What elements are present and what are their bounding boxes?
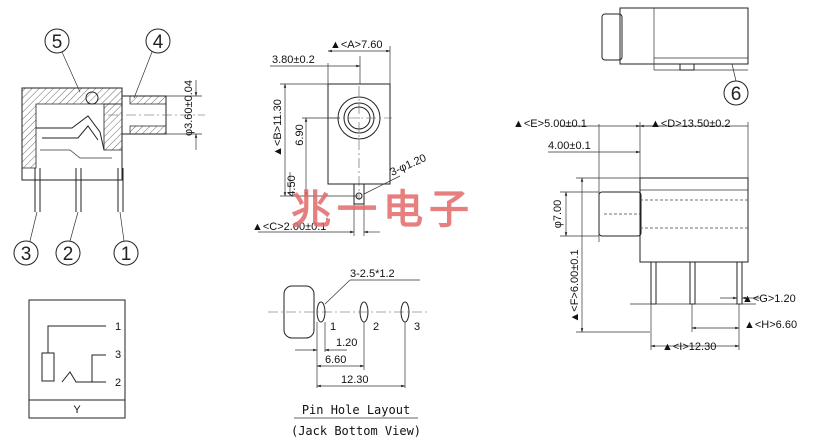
housing-hatch-right (103, 103, 123, 151)
sleeve-block (41, 352, 55, 382)
front-view: ▲<A>7.60 3.80±0.2 ▲<B>11.30 6.90 4.50 3-… (252, 39, 428, 236)
schematic-symbol: Y 1 3 2 (28, 299, 126, 419)
dim-4-50: 4.50 (286, 175, 298, 196)
balloon-3: 3 (13, 211, 39, 266)
dim-4-00: 4.00±0.1 (548, 140, 591, 152)
terminal-1: 1 (115, 321, 121, 333)
sleeve-line (47, 325, 106, 353)
dim-a: ▲<A>7.60 (330, 39, 382, 51)
svg-text:3: 3 (21, 244, 32, 265)
top-barrel (601, 13, 623, 61)
svg-text:6: 6 (731, 84, 742, 105)
layout-pin-2: 2 (373, 321, 379, 333)
balloon-1: 1 (113, 211, 139, 266)
dim-6-90: 6.90 (294, 124, 306, 145)
balloon-4: 4 (133, 28, 171, 99)
layout-caption-subtitle: (Jack Bottom View) (291, 424, 421, 438)
balloon-6: 6 (723, 63, 749, 106)
side-body (639, 177, 749, 263)
balloon-2: 2 (55, 211, 81, 266)
balloon-5: 5 (44, 28, 81, 93)
side-barrel (598, 191, 642, 237)
dim-e: ▲<E>5.00±0.1 (513, 118, 587, 130)
pin-hole-layout: 3-2.5*1.2 1 2 3 1.20 6.60 12.30 Pin Hole… (268, 268, 430, 438)
side-pin-1 (650, 261, 657, 305)
watermark: 兆一电子 (291, 186, 475, 233)
svg-text:1: 1 (121, 244, 132, 265)
terminal-2: 2 (115, 377, 121, 389)
switch-line (91, 354, 106, 382)
dim-i: ▲<I>12.30 (662, 341, 716, 353)
slot-1 (316, 301, 326, 323)
rivet-circle (85, 91, 99, 105)
pin-hole-circle (355, 192, 363, 200)
side-pin-2 (689, 261, 696, 305)
top-view: 6 (601, 7, 749, 106)
dim-c: ▲<C>2.00±0.1 (252, 221, 326, 233)
right-elevation-view: ▲<E>5.00±0.1 ▲<D>13.50±0.2 4.00±0.1 φ7.0… (513, 118, 797, 353)
tip-contact (42, 125, 99, 141)
housing-hatch-left (21, 87, 123, 169)
layout-pin-1: 1 (330, 321, 336, 333)
top-tab (679, 63, 695, 71)
dim-3-80: 3.80±0.2 (272, 54, 315, 66)
tip-line (61, 371, 106, 383)
dim-f: ▲<F>6.00±0.1 (569, 249, 581, 322)
schematic-frame (28, 299, 126, 419)
slot-note: 3-2.5*1.2 (350, 268, 395, 280)
layout-dim-12-30: 12.30 (341, 374, 369, 386)
barrel-hatch-bottom (129, 125, 167, 135)
layout-pin-3: 3 (414, 321, 420, 333)
side-section-view: φ3.60±0.04 5 4 3 2 1 (13, 28, 205, 266)
dim-h: ▲<H>6.60 (744, 319, 797, 331)
svg-text:5: 5 (52, 32, 63, 53)
schematic-footer: Y (73, 404, 81, 416)
terminal-3: 3 (115, 349, 121, 361)
dim-d: ▲<D>13.50±0.2 (650, 118, 731, 130)
top-body (619, 7, 749, 65)
spring-contact (36, 115, 105, 151)
layout-caption-title: Pin Hole Layout (302, 403, 410, 417)
dim-g: ▲<G>1.20 (742, 293, 796, 305)
dim-holes: 3-φ1.20 (388, 152, 428, 179)
dim-7-00: φ7.00 (552, 200, 564, 229)
barrel-hatch-top (129, 95, 167, 105)
layout-dim-6-60: 6.60 (325, 354, 346, 366)
svg-text:2: 2 (63, 244, 74, 265)
inner-contact (40, 149, 112, 159)
layout-dim-1-20: 1.20 (336, 337, 357, 349)
svg-text:4: 4 (153, 32, 164, 53)
dim-b: ▲<B>11.30 (272, 99, 284, 157)
dim-barrel-diameter: φ3.60±0.04 (183, 80, 195, 136)
